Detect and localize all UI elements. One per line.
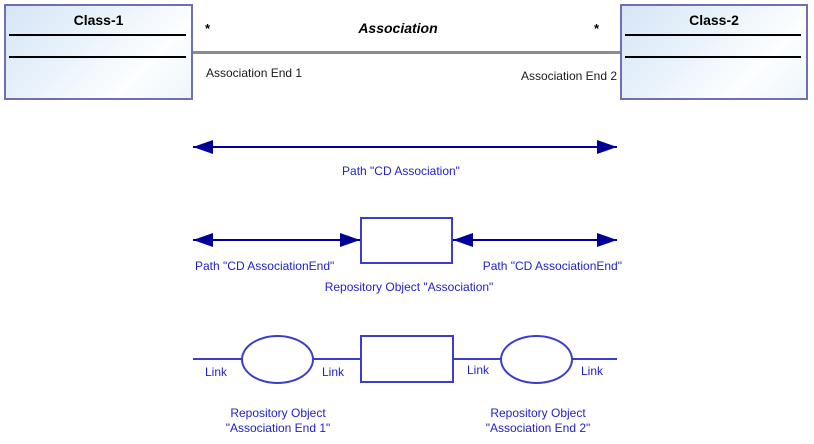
arrowhead-left-icon [193,233,213,247]
cd-associationend-left-label: Path "CD AssociationEnd" [195,259,335,273]
arrowhead-left-icon [453,233,473,247]
association-end1-repository-label-line1: Repository Object [230,406,326,420]
class2-attributes-separator [625,34,801,36]
association-repository-object-rect [360,217,453,264]
association-name-label: Association [358,20,438,36]
association-end1-repository-object-ellipse [241,335,314,384]
cd-associationend-left-path-line [193,239,360,241]
cd-associationend-right-label: Path "CD AssociationEnd" [482,259,622,273]
association-line [193,51,620,54]
arrowhead-right-icon [597,140,617,154]
association-repository-object-rect-2 [360,335,454,383]
class2-box: Class-2 [620,4,808,100]
class1-attributes-separator [9,34,186,36]
arrowhead-right-icon [340,233,360,247]
association-end2-label: Association End 2 [520,69,617,83]
link-label-2: Link [322,365,345,379]
association-end2-repository-label-line2: "Association End 2" [485,421,591,435]
association-end2-repository-object-ellipse [500,335,573,384]
cd-associationend-right-path-line [453,239,617,241]
association-end2-repository-label: Repository Object "Association End 2" [448,406,628,436]
class1-title: Class-1 [73,12,124,28]
multiplicity-right: * [594,21,600,36]
link-label-1: Link [205,365,228,379]
arrowhead-left-icon [193,140,213,154]
link-label-3: Link [467,363,490,377]
class1-operations-separator [9,56,186,58]
class2-title: Class-2 [689,12,739,28]
multiplicity-left: * [205,21,211,36]
link-label-4: Link [581,364,604,378]
class2-operations-separator [625,56,801,58]
class1-box: Class-1 [4,4,193,100]
cd-association-path-label: Path "CD Association" [342,164,460,178]
association-repository-object-label: Repository Object "Association" [324,280,494,294]
association-end1-repository-label-line2: "Association End 1" [225,421,331,435]
cd-association-path-line [193,146,617,148]
association-end1-repository-label: Repository Object "Association End 1" [188,406,368,436]
association-end2-repository-label-line1: Repository Object [490,406,586,420]
arrowhead-right-icon [597,233,617,247]
association-end1-label: Association End 1 [206,66,303,80]
